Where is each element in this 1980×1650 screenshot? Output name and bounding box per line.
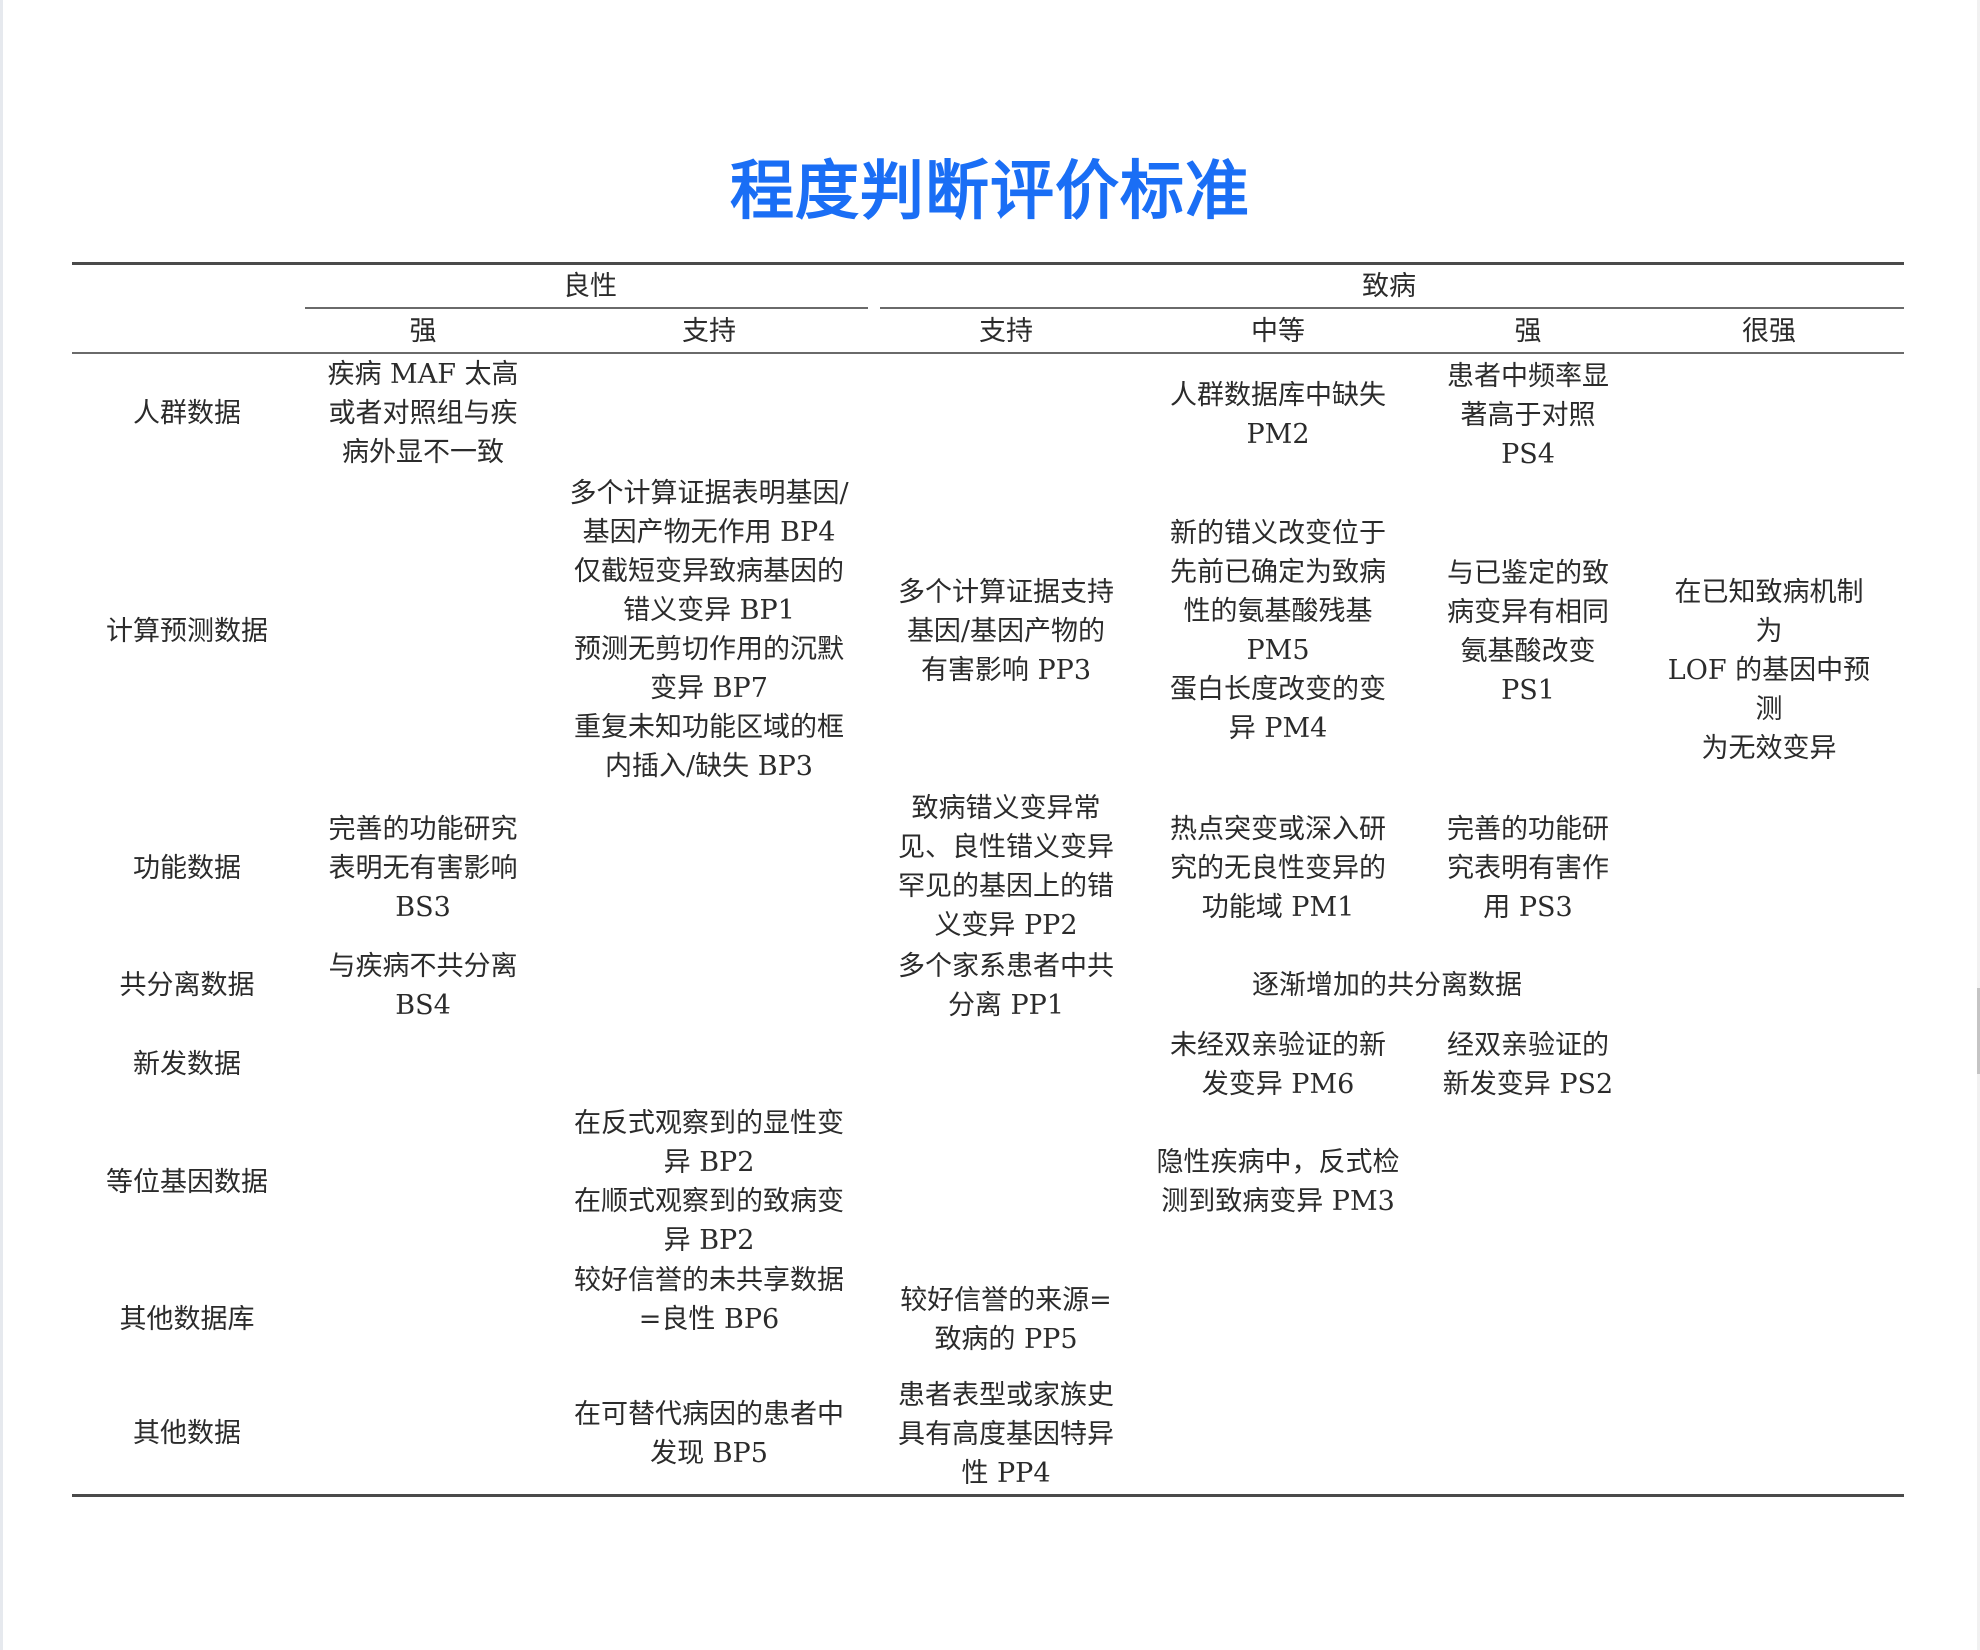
row-label-population: 人群数据 xyxy=(133,398,241,429)
row-label-computational: 计算预测数据 xyxy=(106,616,268,647)
cell-de-novo-pathogenic-strong: 经双亲验证的 新发变异 PS2 xyxy=(1442,1030,1614,1100)
cell-segregation-pathogenic-supporting: 多个家系患者中共 分离 PP1 xyxy=(898,951,1114,1021)
cell-other-database-benign-supporting: 较好信誉的未共享数据 =良性 BP6 xyxy=(574,1265,844,1335)
cell-other-pathogenic-supporting: 患者表型或家族史 具有高度基因特异 性 PP4 xyxy=(898,1380,1114,1489)
cell-other-benign-supporting: 在可替代病因的患者中 发现 BP5 xyxy=(574,1399,844,1469)
header-pathogenic-strong: 强 xyxy=(1514,316,1542,347)
header-benign: 良性 xyxy=(563,271,617,302)
header-pathogenic-supporting: 支持 xyxy=(979,316,1033,347)
cell-population-benign-strong: 疾病 MAF 太高 或者对照组与疾 病外显不一致 xyxy=(327,359,519,468)
scrollbar-thumb[interactable] xyxy=(1977,988,1980,1074)
cell-population-pathogenic-strong: 患者中频率显 著高于对照 PS4 xyxy=(1447,361,1609,470)
cell-population-pathogenic-moderate: 人群数据库中缺失 PM2 xyxy=(1170,380,1386,450)
header-bottom-rule xyxy=(72,352,1904,354)
cell-computational-benign-supporting: 多个计算证据表明基因/ 基因产物无作用 BP4 仅截短变异致病基因的 错义变异 … xyxy=(569,478,849,782)
cell-computational-pathogenic-moderate: 新的错义改变位于 先前已确定为致病 性的氨基酸残基 PM5 蛋白长度改变的变 异… xyxy=(1170,518,1386,744)
cell-computational-pathogenic-very-strong: 在已知致病机制为 LOF 的基因中预测 为无效变异 xyxy=(1667,577,1871,764)
header-pathogenic-very-strong: 很强 xyxy=(1742,316,1796,347)
cell-de-novo-pathogenic-moderate: 未经双亲验证的新 发变异 PM6 xyxy=(1170,1030,1386,1100)
row-label-de-novo: 新发数据 xyxy=(133,1049,241,1080)
cell-segregation-pathogenic-moderate-strong: 逐渐增加的共分离数据 xyxy=(1252,970,1522,1001)
cell-functional-pathogenic-moderate: 热点突变或深入研 究的无良性变异的 功能域 PM1 xyxy=(1170,814,1386,923)
page-title: 程度判断评价标准 xyxy=(730,155,1250,229)
cell-segregation-benign-strong: 与疾病不共分离 BS4 xyxy=(328,951,518,1021)
row-label-other: 其他数据 xyxy=(133,1418,241,1449)
header-pathogenic: 致病 xyxy=(1362,271,1416,302)
header-benign-strong: 强 xyxy=(409,316,437,347)
cell-computational-pathogenic-strong: 与已鉴定的致 病变异有相同 氨基酸改变 PS1 xyxy=(1447,558,1609,706)
cell-functional-benign-strong: 完善的功能研究 表明无有害影响 BS3 xyxy=(328,814,518,923)
vertical-scrollbar[interactable] xyxy=(1977,0,1980,1650)
table-bottom-rule xyxy=(72,1494,1904,1497)
row-label-segregation: 共分离数据 xyxy=(119,970,255,1001)
header-benign-supporting: 支持 xyxy=(682,316,736,347)
row-label-functional: 功能数据 xyxy=(133,853,241,884)
cell-functional-pathogenic-supporting: 致病错义变异常 见、良性错义变异 罕见的基因上的错 义变异 PP2 xyxy=(898,793,1114,941)
cell-computational-pathogenic-supporting: 多个计算证据支持 基因/基因产物的 有害影响 PP3 xyxy=(898,577,1114,686)
cell-allelic-benign-supporting: 在反式观察到的显性变 异 BP2 在顺式观察到的致病变 异 BP2 xyxy=(574,1108,844,1256)
pathogenic-group-rule xyxy=(880,307,1904,309)
table-top-rule xyxy=(72,262,1904,265)
header-pathogenic-moderate: 中等 xyxy=(1251,316,1305,347)
window-left-border xyxy=(0,0,3,1650)
row-label-other-database: 其他数据库 xyxy=(119,1304,255,1335)
cell-functional-pathogenic-strong: 完善的功能研 究表明有害作 用 PS3 xyxy=(1447,814,1609,923)
benign-group-rule xyxy=(305,307,868,309)
cell-allelic-pathogenic-moderate: 隐性疾病中，反式检 测到致病变异 PM3 xyxy=(1156,1147,1400,1217)
cell-other-database-pathogenic-supporting: 较好信誉的来源= 致病的 PP5 xyxy=(900,1285,1112,1355)
row-label-allelic: 等位基因数据 xyxy=(106,1167,268,1198)
